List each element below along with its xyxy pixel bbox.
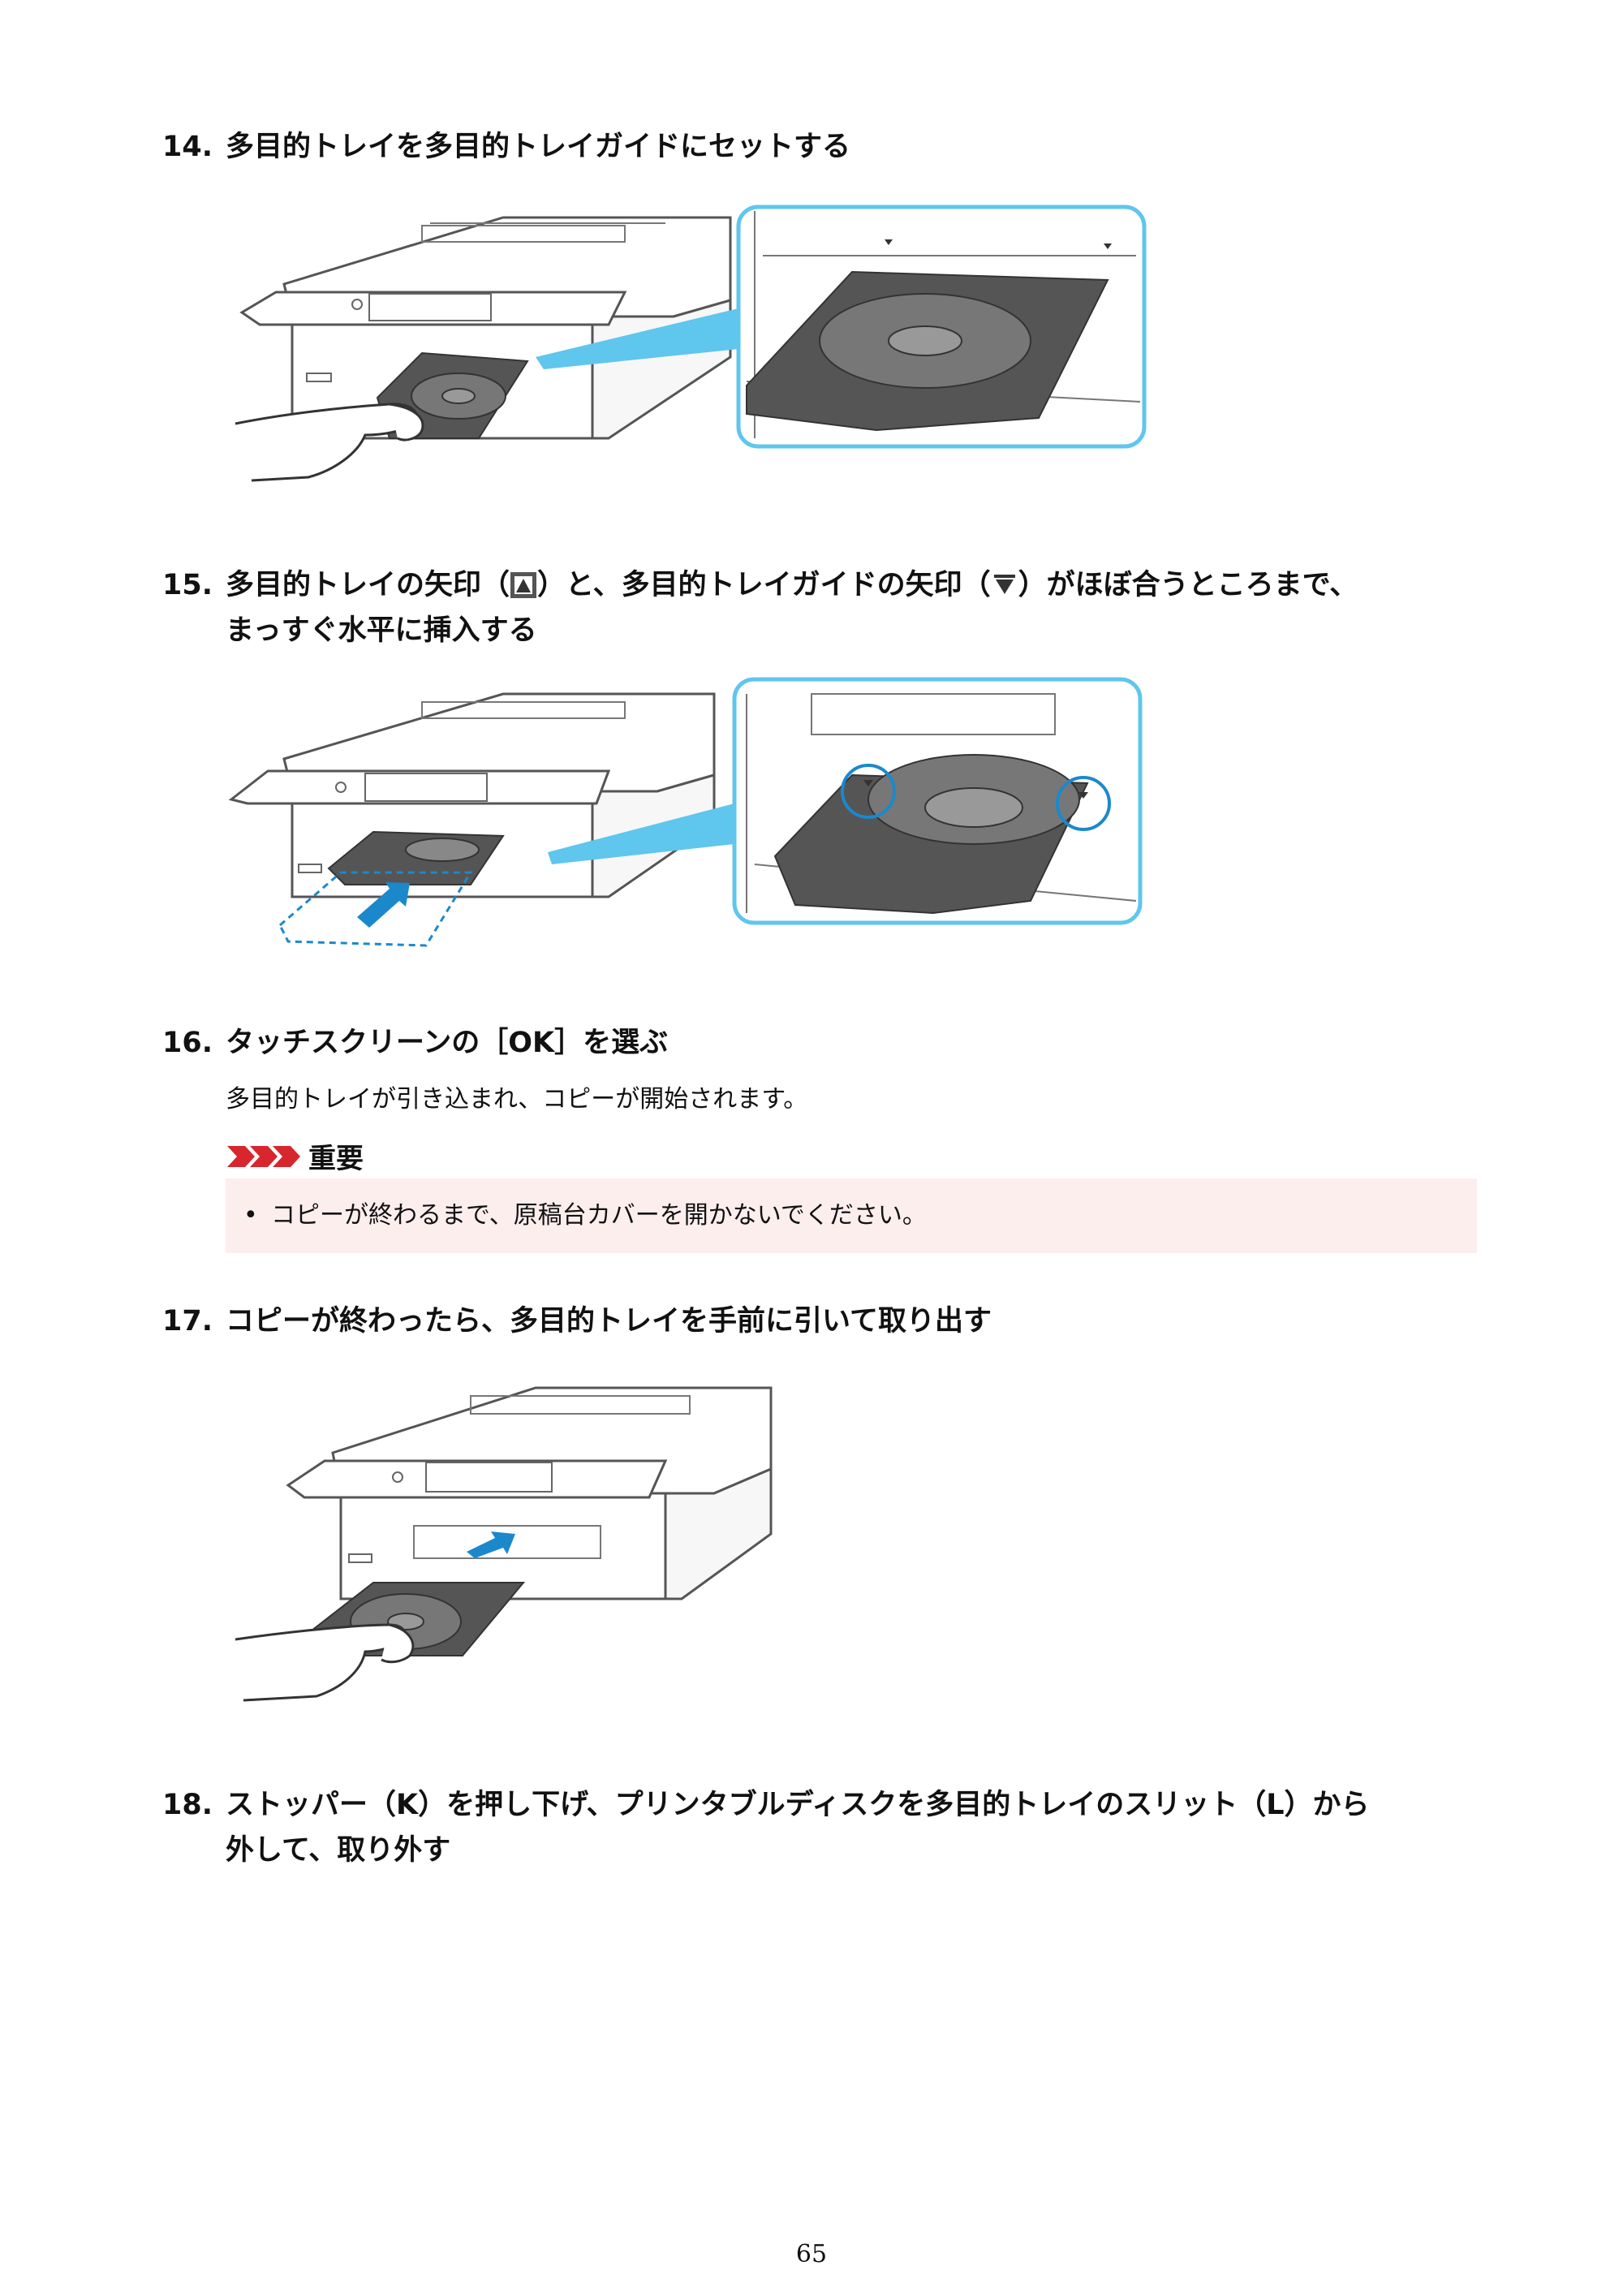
step-title: タッチスクリーンの［OK］を選ぶ bbox=[226, 1027, 669, 1059]
guide-arrow-down-icon bbox=[993, 575, 1015, 594]
important-chevrons-icon bbox=[227, 1145, 300, 1167]
title-part: 多目的トレイの矢印（ bbox=[226, 569, 510, 601]
illustration-set-tray bbox=[235, 205, 1147, 482]
step-14: 14. 多目的トレイを多目的トレイガイドにセットする bbox=[162, 124, 1477, 170]
step-number: 14. bbox=[162, 131, 213, 163]
step-title: コピーが終わったら、多目的トレイを手前に引いて取り出す bbox=[226, 1305, 992, 1338]
step-17: 17. コピーが終わったら、多目的トレイを手前に引いて取り出す bbox=[162, 1299, 1477, 1344]
step-18: 18. ストッパー（K）を押し下げ、プリンタブルディスクを多目的トレイのスリット… bbox=[162, 1782, 1477, 1873]
step-number: 18. bbox=[162, 1789, 213, 1821]
step-title: 多目的トレイを多目的トレイガイドにセットする bbox=[226, 131, 851, 163]
important-heading: 重要 bbox=[227, 1136, 364, 1176]
step-number: 15. bbox=[162, 569, 213, 601]
important-box: コピーが終わるまで、原稿台カバーを開かないでください。 bbox=[226, 1178, 1477, 1253]
illustration-remove-tray bbox=[235, 1386, 773, 1702]
important-heading-text: 重要 bbox=[308, 1143, 364, 1175]
step-16-description: 多目的トレイが引き込まれ、コピーが開始されます。 bbox=[226, 1085, 808, 1114]
step-title: ストッパー（K）を押し下げ、プリンタブルディスクを多目的トレイのスリット（L）か… bbox=[226, 1782, 1477, 1873]
step-title: 多目的トレイの矢印（ ）と、多目的トレイガイドの矢印（ ）がほぼ合うところまで、 ま… bbox=[226, 562, 1477, 653]
title-part: 外して、取り外す bbox=[226, 1834, 451, 1867]
step-15: 15. 多目的トレイの矢印（ ）と、多目的トレイガイドの矢印（ ）がほぼ合うところま… bbox=[162, 562, 1477, 653]
tray-arrow-up-icon bbox=[510, 572, 537, 598]
title-part: まっすぐ水平に挿入する bbox=[226, 614, 537, 647]
important-item: コピーが終わるまで、原稿台カバーを開かないでください。 bbox=[243, 1200, 927, 1232]
illustration-insert-tray bbox=[228, 677, 1143, 947]
title-part: ）と、多目的トレイガイドの矢印（ bbox=[537, 569, 991, 601]
step-16: 16. タッチスクリーンの［OK］を選ぶ bbox=[162, 1020, 1477, 1066]
page-number: 65 bbox=[795, 2240, 828, 2268]
step-number: 16. bbox=[162, 1027, 213, 1059]
title-part: ストッパー（K）を押し下げ、プリンタブルディスクを多目的トレイのスリット（L）か… bbox=[226, 1789, 1370, 1821]
step-number: 17. bbox=[162, 1305, 213, 1338]
title-part: ）がほぼ合うところまで、 bbox=[1018, 569, 1358, 601]
